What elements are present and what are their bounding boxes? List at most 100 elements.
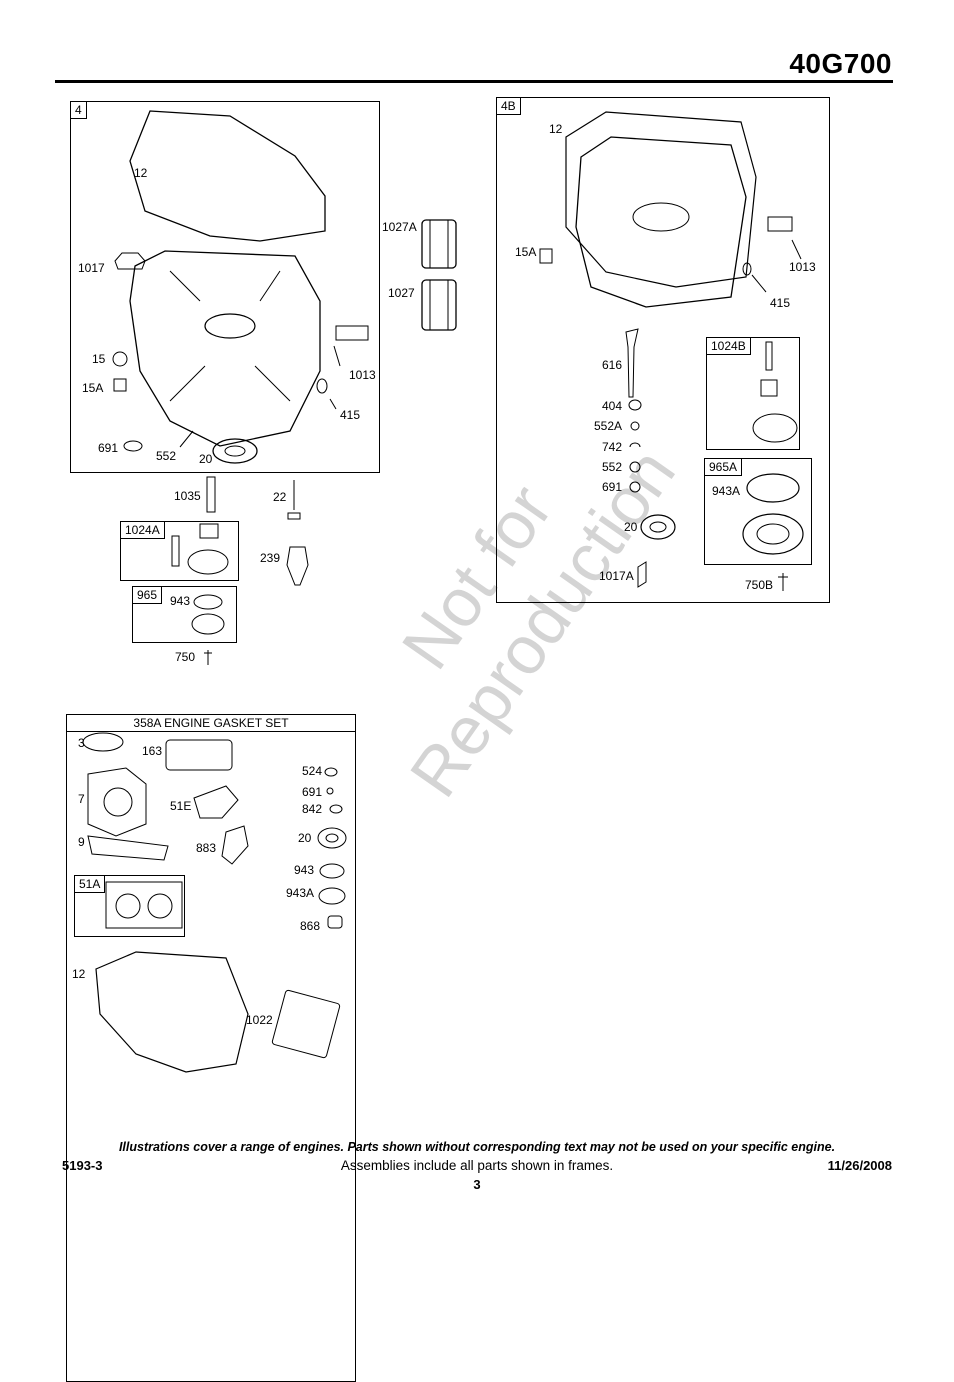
frame4-label-552: 552 <box>156 449 177 463</box>
frame4-label-15: 15 <box>92 352 106 366</box>
fitting-415-drawing <box>316 378 328 394</box>
frame-965: 965 <box>132 586 237 643</box>
frame-1024B: 1024B <box>706 337 800 450</box>
frame4B-label-552A: 552A <box>594 419 623 433</box>
gasket-label-12: 12 <box>72 967 86 981</box>
gasket-label-943: 943 <box>294 863 315 877</box>
frame4B-label-404: 404 <box>602 399 623 413</box>
frame4B-label-12: 12 <box>549 122 563 136</box>
washer-552-drawing <box>629 461 641 473</box>
gasket-9-drawing <box>87 835 169 861</box>
plug-15-drawing <box>112 351 128 367</box>
gasket-label-1022: 1022 <box>246 1013 273 1027</box>
frame-tag: 1024A <box>121 522 165 539</box>
frame965A-label-943A: 943A <box>712 484 741 498</box>
washer-691-drawing <box>123 440 143 452</box>
gasket-label-51E: 51E <box>170 799 192 813</box>
frame4B-label-1013: 1013 <box>789 260 816 274</box>
oil-filter-1027A-drawing <box>421 219 457 269</box>
gasket-label-3: 3 <box>78 736 85 750</box>
washer-404-drawing <box>628 399 642 411</box>
gasket-12-drawing <box>95 951 249 1073</box>
frame-51A: 51A <box>74 875 185 937</box>
frame4B-label-1017A: 1017A <box>599 569 634 583</box>
sleeve-1013-drawing <box>767 216 793 232</box>
cap-1017A-drawing <box>637 561 647 588</box>
seal-20-drawing <box>640 514 676 540</box>
oring-943-drawing <box>319 863 345 879</box>
plug-868-drawing <box>327 915 343 929</box>
gasket-label-524: 524 <box>302 764 323 778</box>
crankcase-bore <box>204 313 256 339</box>
frame-tag: 51A <box>75 876 106 893</box>
gasket-label-7: 7 <box>78 792 85 806</box>
gasket-label-163: 163 <box>142 744 163 758</box>
sump-bore <box>632 202 690 232</box>
frame4B-label-415: 415 <box>770 296 791 310</box>
frame4B-label-750B: 750B <box>745 578 774 592</box>
frame4B-label-20: 20 <box>624 520 638 534</box>
sump-diagram <box>539 111 802 591</box>
label-1035: 1035 <box>174 489 201 503</box>
doc-number: 5193-3 <box>62 1158 103 1173</box>
header-rule <box>55 80 893 83</box>
sump-body <box>575 136 747 308</box>
frame4B-label-691: 691 <box>602 480 623 494</box>
frame-965A: 965A <box>704 458 812 565</box>
frame4B-label-15A: 15A <box>515 245 537 259</box>
gasket-51E-drawing <box>193 785 239 819</box>
page-number: 3 <box>473 1177 481 1192</box>
model-number: 40G700 <box>789 48 892 79</box>
gasket-label-842: 842 <box>302 802 323 816</box>
gasket-7-drawing <box>87 767 147 837</box>
gasket-label-691: 691 <box>302 785 323 799</box>
gasket-883-drawing <box>221 825 249 865</box>
cap-1017-drawing <box>114 252 146 270</box>
washer-552A-drawing <box>630 421 640 431</box>
governor-assembly-b-drawing <box>752 341 798 443</box>
frame4-label-12: 12 <box>134 166 148 180</box>
assemblies-note: Assemblies include all parts shown in fr… <box>340 1158 614 1173</box>
gasket-1022-drawing <box>271 989 341 1059</box>
oring-943A-drawing <box>318 887 346 905</box>
crankcase-body <box>129 250 321 447</box>
screw-750-drawing <box>204 650 212 665</box>
frame4-label-1013: 1013 <box>349 368 376 382</box>
gasket-label-943A: 943A <box>286 886 315 900</box>
crankcase-ribs <box>169 270 291 402</box>
frame-tag: 965 <box>133 587 163 604</box>
doc-date: 11/26/2008 <box>827 1158 892 1173</box>
gasket-label-883: 883 <box>196 841 217 855</box>
plug-15A-drawing <box>539 248 553 264</box>
washer-842-drawing <box>329 804 343 814</box>
filter-label-1027: 1027 <box>388 286 415 300</box>
governor-assembly-drawing <box>171 523 229 575</box>
fitting-415-drawing <box>742 262 752 276</box>
washer-691-drawing <box>326 787 334 795</box>
gasket-163-drawing <box>165 739 233 771</box>
frame-4: 4 <box>70 101 380 473</box>
frame4-label-1017: 1017 <box>78 261 105 275</box>
plug-15A-drawing <box>113 378 127 392</box>
crankcase-gasket-outline <box>129 110 326 242</box>
frame965-label-943: 943 <box>170 594 191 608</box>
sensor-239-drawing <box>286 546 309 586</box>
filter-label-1027A: 1027A <box>382 220 417 234</box>
washer-691-drawing <box>629 481 641 493</box>
label-239: 239 <box>260 551 281 565</box>
gasket-set-diagram <box>82 732 347 1073</box>
frame-tag: 4B <box>497 98 521 115</box>
frame-tag: 1024B <box>707 338 751 355</box>
seal-drawing <box>212 438 258 464</box>
screw-750B-drawing <box>778 573 788 591</box>
frame4-label-20: 20 <box>199 452 213 466</box>
oring-plate-drawing <box>191 594 225 635</box>
oil-filter-diagram <box>421 219 457 331</box>
frame-1024A: 1024A <box>120 521 239 581</box>
footer-note: Illustrations cover a range of engines. … <box>118 1140 836 1154</box>
label-22: 22 <box>273 490 287 504</box>
gasket-label-20: 20 <box>298 831 312 845</box>
crankcase-diagram <box>112 110 369 464</box>
frame4B-label-742: 742 <box>602 440 623 454</box>
frame4-label-15A: 15A <box>82 381 104 395</box>
